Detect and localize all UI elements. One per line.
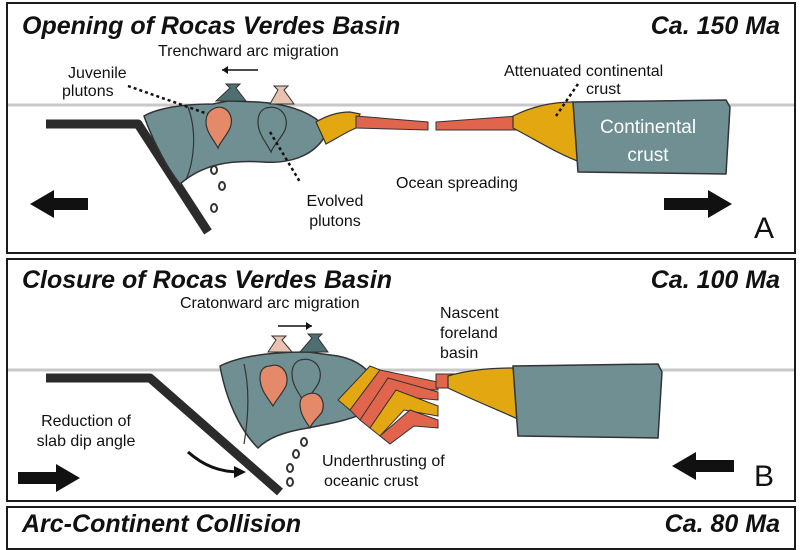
left-compression-arrow (672, 452, 734, 480)
label-underthrusting-1: Underthrusting of (322, 453, 445, 470)
evolved-pluton (257, 106, 287, 154)
label-juvenile-1: Juvenile (68, 65, 127, 82)
panel-c: Arc-Continent Collision Ca. 80 Ma (6, 506, 796, 550)
melt-drops-b (286, 437, 308, 487)
juvenile-pluton-b2 (299, 392, 324, 430)
panel-a-title: Opening of Rocas Verdes Basin (22, 12, 401, 40)
panel-a-diagram (8, 66, 794, 235)
label-continental-2: crust (627, 145, 669, 166)
continental-crust-block-b (512, 363, 663, 439)
label-arc-migration: Trenchward arc migration (158, 43, 339, 60)
label-juvenile-2: plutons (62, 83, 114, 100)
label-cratonward: Cratonward arc migration (180, 295, 360, 312)
panel-c-title: Arc-Continent Collision (22, 510, 302, 538)
panel-b-letter: B (754, 460, 775, 493)
panel-b-age: Ca. 100 Ma (650, 266, 780, 294)
label-evolved-1: Evolved (306, 193, 364, 210)
panel-c-age: Ca. 80 Ma (664, 510, 780, 538)
left-extension-arrow (30, 190, 88, 218)
label-ocean-spreading: Ocean spreading (396, 175, 518, 192)
oceanic-crust-right (435, 115, 521, 131)
subducting-slab-b (46, 373, 283, 496)
juvenile-pluton-b1 (259, 364, 288, 408)
label-continental-1: Continental (599, 117, 697, 138)
panel-b-diagram (8, 322, 794, 496)
oceanic-crust-left (355, 115, 429, 131)
juvenile-pluton (205, 106, 232, 150)
attenuated-crust-right (512, 101, 581, 163)
label-foreland-1: Nascent (440, 305, 499, 322)
panel-b: Closure of Rocas Verdes Basin Ca. 100 Ma (6, 258, 796, 502)
melt-drops-a (210, 165, 226, 213)
label-attenuated-1: Attenuated continental (504, 63, 664, 80)
panel-a: Opening of Rocas Verdes Basin Ca. 150 Ma (6, 2, 796, 254)
panel-a-letter: A (754, 212, 775, 245)
panel-b-title: Closure of Rocas Verdes Basin (22, 266, 393, 294)
label-foreland-3: basin (440, 345, 479, 362)
label-foreland-2: foreland (440, 325, 498, 342)
label-underthrusting-2: oceanic crust (324, 473, 419, 490)
thrust-red-3 (379, 409, 439, 445)
volcano-light-b (267, 335, 294, 353)
continental-crust-block (572, 99, 731, 175)
subducting-slab (46, 119, 212, 235)
label-slab-dip-2: slab dip angle (36, 433, 136, 450)
volcano-light (269, 85, 295, 105)
volcano-dark (214, 83, 248, 102)
evolved-leader (268, 131, 302, 183)
arc-crust (143, 100, 327, 186)
panel-a-age: Ca. 150 Ma (650, 12, 780, 40)
juvenile-leader (127, 84, 209, 116)
attenuated-leader (554, 83, 580, 117)
label-attenuated-2: crust (586, 81, 621, 98)
label-slab-dip-1: Reduction of (41, 413, 131, 430)
volcano-dark-b (298, 333, 329, 353)
right-extension-arrow (664, 190, 732, 218)
attenuated-crust-b (447, 367, 521, 421)
right-compression-arrow (18, 464, 80, 492)
label-evolved-2: plutons (309, 213, 361, 230)
